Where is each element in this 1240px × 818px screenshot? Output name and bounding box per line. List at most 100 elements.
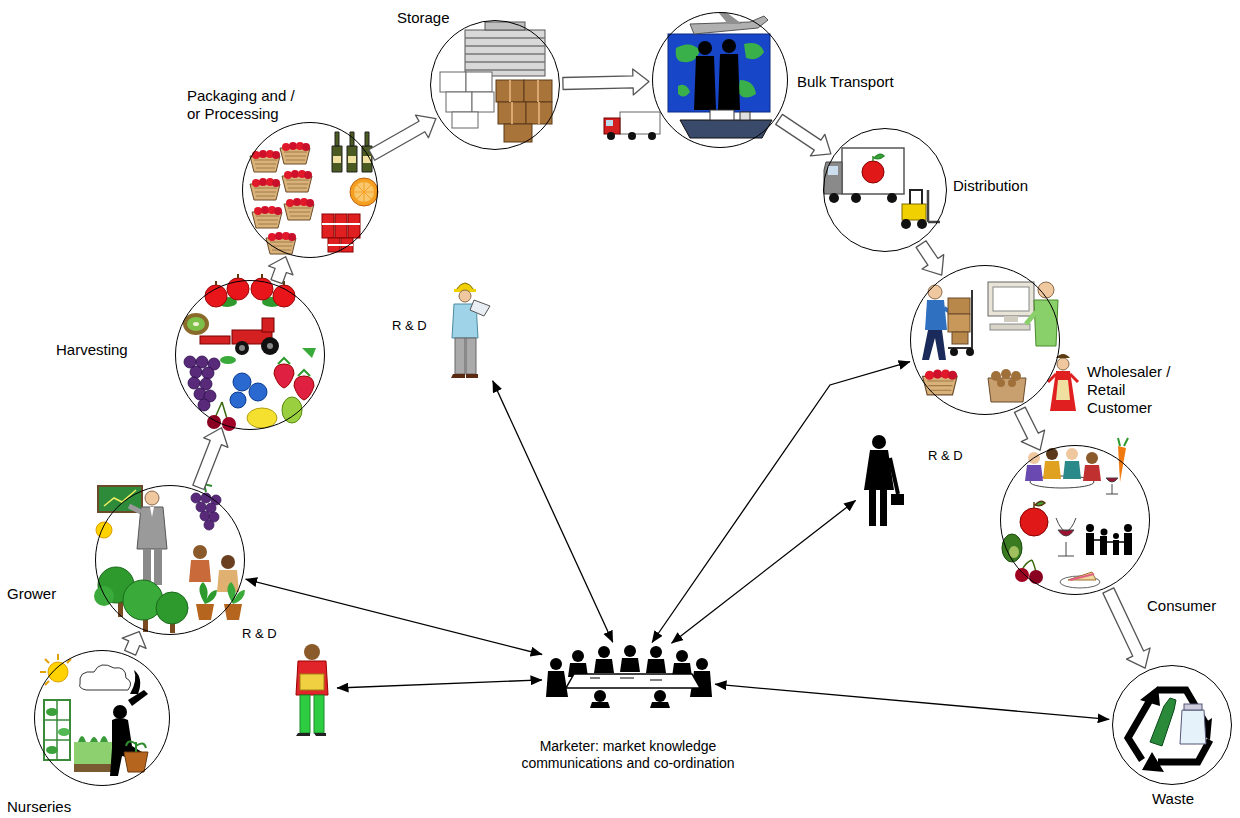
bulk-transport-art [694,56,716,110]
bulk-transport-art [668,34,770,112]
stage-circle: Distribution [823,128,947,252]
storage-art [485,22,525,30]
consumer-art [1063,461,1081,479]
packaging-art [250,178,280,200]
nurseries-art [40,654,71,685]
wholesaler-art [925,300,947,330]
rnd-person-art [296,733,326,736]
rnd-person-art [300,674,324,690]
marketer-art [624,645,636,657]
bulk-transport-art [620,112,660,134]
rnd-figure: R & D [858,432,906,528]
waste-art [1128,686,1212,772]
packaging-art [348,156,356,163]
harvesting-art [262,318,274,332]
grower-art [221,555,235,569]
consumer-art [1015,568,1029,582]
stage-circle: Storage [430,20,560,150]
consumer-art [1002,438,1132,588]
consumer-art [1106,478,1118,494]
storage-art [440,22,552,142]
rnd-person-art [314,695,324,733]
wholesaler-art [922,330,946,360]
grower-art [150,507,154,517]
wholesaler-art [948,314,970,332]
marketer-art [654,690,666,702]
rnd-person-art [455,338,465,374]
packaging-art [284,198,314,220]
packaging-art [250,132,378,254]
packaging-art [282,170,312,192]
harvesting-art [183,313,209,335]
grower-art [201,493,211,503]
storage-art [496,80,552,142]
marketer-art [590,678,662,680]
bulk-transport-art [680,120,772,138]
distribution-art [910,190,922,204]
rnd-person-art [466,338,476,374]
grower-art [191,493,201,503]
grower-art [129,506,141,512]
wholesaler-art [928,285,942,299]
grower-art [227,582,245,604]
bulk-transport-art [698,41,712,55]
rnd-person-art [890,458,898,494]
harvesting-art [261,337,279,355]
distribution-art [902,204,926,220]
nurseries-art [46,708,58,716]
packaging-art [347,132,357,172]
marketer-art [646,659,666,673]
packaging-art [332,132,342,172]
nurseries-art [58,728,70,736]
flow-arrow [269,257,294,284]
bulk-transport-art [607,132,615,140]
nurseries-art [128,690,148,706]
harvesting-art [188,377,200,389]
storage-art [440,72,466,92]
packaging-art [266,232,296,254]
rnd-person-art [880,490,887,526]
packaging-art [333,156,341,163]
rnd-figure: R & D [292,642,334,736]
packaging-art [280,142,310,164]
marketer-art [590,702,610,708]
grower-art [191,493,221,530]
stage-label: Waste [1133,790,1213,808]
wholesaler-art [952,332,968,344]
consumer-art [1025,465,1043,481]
consumer-art [1083,465,1101,481]
consumer-art [1086,524,1132,555]
packaging-art [354,182,374,202]
harvesting-art [249,383,267,401]
flow-arrow [1103,588,1150,668]
flow-arrow [369,115,436,160]
distribution-art [842,148,904,194]
grower-art [104,490,136,506]
nurseries-art [44,700,70,760]
rnd-person-art [304,644,320,660]
distribution-art [917,219,927,229]
wholesaler-art [948,290,972,348]
rnd-person-art [872,435,886,449]
wholesaler-art [966,348,974,356]
harvesting-art [200,336,230,344]
packaging-art [363,156,371,163]
harvesting-art [267,343,273,349]
packaging-art [322,214,360,252]
wholesaler-art [923,370,958,395]
marketer-art [598,646,610,658]
rnd-person-art [864,450,894,490]
storage-art [446,92,472,112]
nurseries-art [40,654,148,776]
bulk-transport-art [718,12,742,24]
flow-arrow [776,114,831,155]
storage-art [466,72,492,92]
nurseries-art [126,741,146,752]
rnd-person-art [456,283,474,290]
rnd-label: R & D [242,626,290,642]
flow-arrow [563,69,649,95]
nurseries-art [80,665,131,690]
consumer-art [1086,452,1098,464]
wholesaler-art [1008,379,1016,387]
